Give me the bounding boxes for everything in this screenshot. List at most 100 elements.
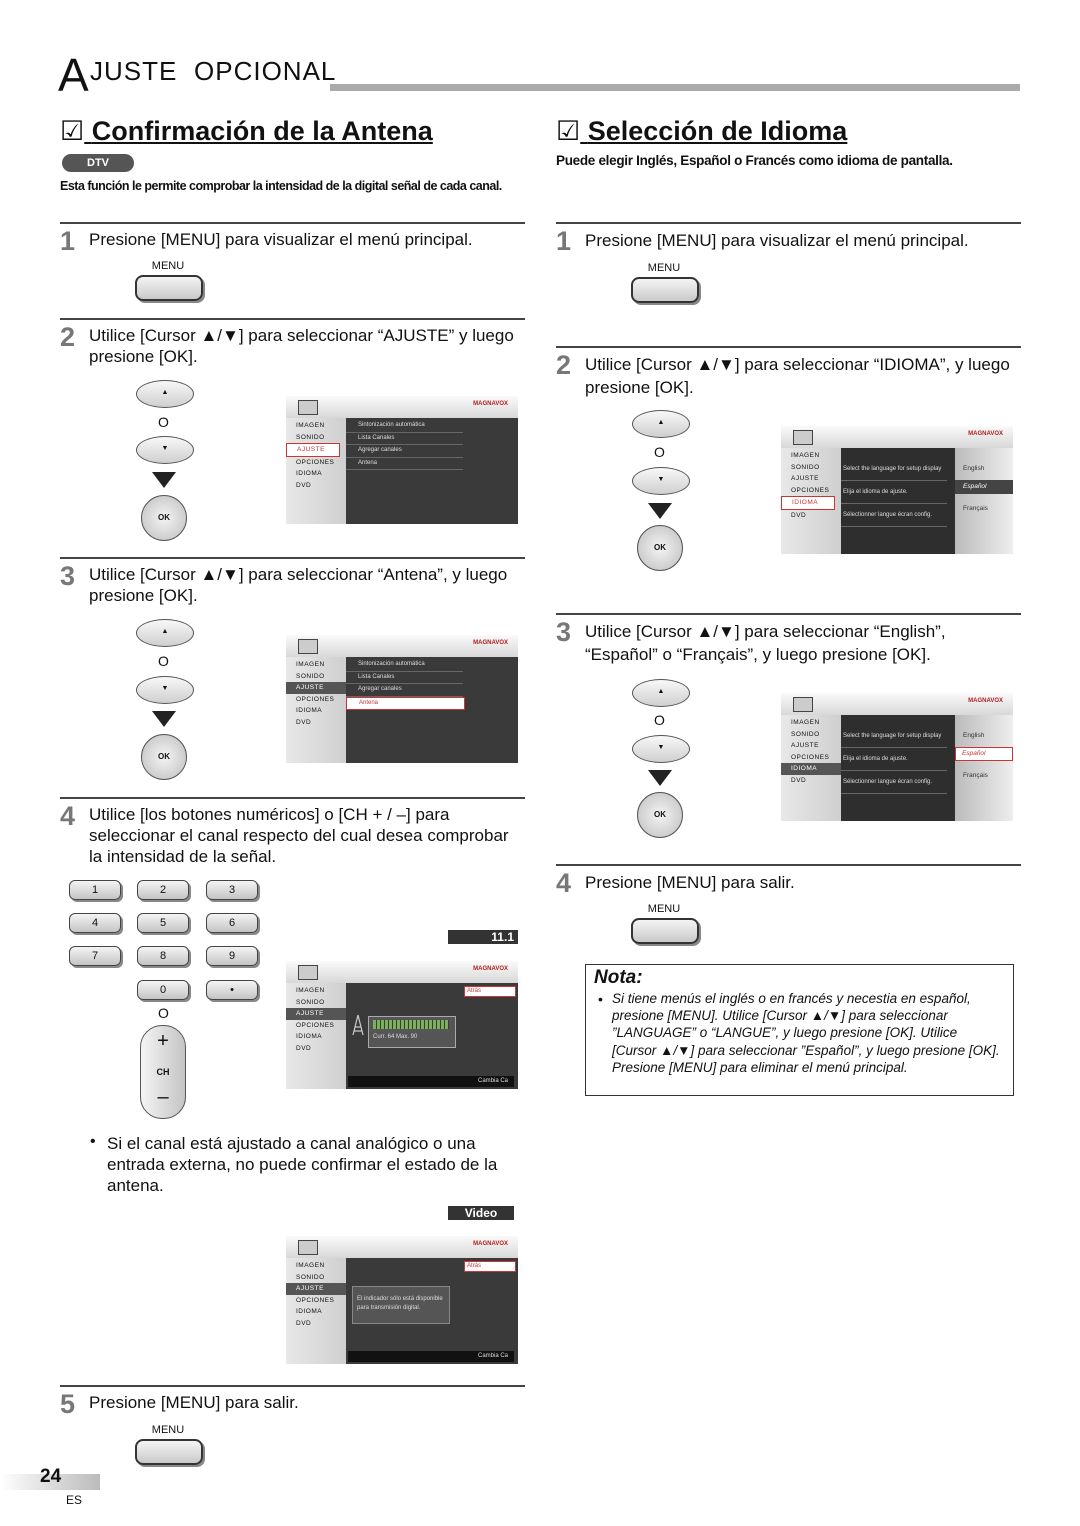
- language-option: English: [963, 732, 985, 739]
- menu-button[interactable]: [135, 1439, 203, 1465]
- cursor-down-button[interactable]: ▼: [136, 676, 194, 704]
- or-label: O: [654, 444, 665, 460]
- bottom-bar: Cambia Ca: [348, 1076, 514, 1087]
- step-number: 2: [556, 350, 572, 380]
- number-key-2[interactable]: 2: [137, 880, 189, 900]
- step-text: Utilice [Cursor ▲/▼] para seleccionar “A…: [89, 565, 508, 605]
- menu-item: OPCIONES: [296, 1021, 335, 1029]
- number-key-9[interactable]: 9: [206, 946, 258, 966]
- submenu-item: Agregar canales: [346, 684, 463, 697]
- number-key-5[interactable]: 5: [137, 913, 189, 933]
- menu-item: OPCIONES: [296, 695, 335, 703]
- language-prompt: Sélectionner langue écran config.: [841, 771, 947, 794]
- step-rule: [60, 797, 525, 799]
- back-button: Atrás: [464, 986, 516, 997]
- ok-button[interactable]: OK: [141, 495, 187, 541]
- arrow-down-icon: [648, 770, 672, 786]
- menu-button[interactable]: [135, 275, 203, 301]
- step-text: Presione [MENU] para visualizar el menú …: [585, 231, 969, 250]
- tv-icon: [298, 639, 318, 654]
- tv-screen-language-select: MAGNAVOX IMAGEN SONIDO AJUSTE OPCIONES I…: [781, 693, 1013, 821]
- dot-key[interactable]: •: [206, 980, 258, 1000]
- checkbox-icon: ☑: [556, 116, 581, 146]
- number-key-4[interactable]: 4: [69, 913, 121, 933]
- menu-item: IMAGEN: [296, 422, 325, 429]
- number-key-0[interactable]: 0: [137, 980, 189, 1000]
- right-intro: Puede elegir Inglés, Español o Francés c…: [556, 153, 953, 168]
- tv-icon: [298, 965, 318, 980]
- antenna-icon: [352, 1013, 364, 1037]
- number-key-3[interactable]: 3: [206, 880, 258, 900]
- brand-logo: MAGNAVOX: [968, 698, 1003, 704]
- digital-only-message: El indicador sólo está disponible para t…: [352, 1286, 450, 1324]
- tv-screen-setup: MAGNAVOX IMAGEN SONIDO AJUSTE OPCIONES I…: [286, 396, 518, 524]
- left-intro: Esta función le permite comprobar la int…: [60, 179, 502, 193]
- language-option: Français: [963, 772, 988, 779]
- cursor-down-button[interactable]: ▼: [632, 467, 690, 495]
- ok-button[interactable]: OK: [637, 525, 683, 571]
- tv-icon: [793, 697, 813, 712]
- menu-item: IMAGEN: [791, 719, 820, 726]
- menu-item: IMAGEN: [296, 987, 325, 994]
- number-key-6[interactable]: 6: [206, 913, 258, 933]
- step-text: Utilice [Cursor ▲/▼] para seleccionar “E…: [585, 622, 946, 664]
- brand-logo: MAGNAVOX: [968, 431, 1003, 437]
- cursor-up-button[interactable]: ▲: [136, 380, 194, 408]
- menu-item: OPCIONES: [296, 1296, 335, 1304]
- menu-item: SONIDO: [296, 1273, 325, 1281]
- number-key-7[interactable]: 7: [69, 946, 121, 966]
- signal-meter: Curr. 64 Max. 90: [368, 1016, 456, 1048]
- tv-screen-idioma: MAGNAVOX IMAGEN SONIDO AJUSTE OPCIONES I…: [781, 426, 1013, 554]
- step-number: 5: [60, 1389, 76, 1419]
- brand-logo: MAGNAVOX: [473, 966, 508, 972]
- language-prompt: Elija el idioma de ajuste.: [841, 481, 947, 504]
- menu-button[interactable]: [631, 918, 699, 944]
- menu-item-selected: AJUSTE: [286, 1008, 346, 1020]
- number-key-8[interactable]: 8: [137, 946, 189, 966]
- step-rule: [556, 346, 1021, 348]
- menu-item: DVD: [296, 1044, 312, 1052]
- ch-label: CH: [156, 1067, 170, 1077]
- cursor-up-button[interactable]: ▲: [632, 679, 690, 707]
- step-text: Utilice [Cursor ▲/▼] para seleccionar “I…: [585, 355, 1010, 397]
- ch-rocker-button[interactable]: + CH –: [140, 1025, 186, 1119]
- step-rule: [60, 557, 525, 559]
- menu-item: AJUSTE: [791, 742, 819, 749]
- video-badge: Video: [448, 1206, 514, 1220]
- step-number: 3: [60, 561, 76, 591]
- step-number: 4: [60, 801, 76, 831]
- menu-item: OPCIONES: [791, 753, 830, 761]
- cursor-down-button[interactable]: ▼: [136, 436, 194, 464]
- menu-item: IDIOMA: [296, 1308, 323, 1315]
- tv-screen-analog: MAGNAVOX IMAGEN SONIDO AJUSTE OPCIONES I…: [286, 1236, 518, 1364]
- menu-item: AJUSTE: [791, 475, 819, 482]
- brand-logo: MAGNAVOX: [473, 640, 508, 646]
- step-number: 4: [556, 868, 572, 898]
- menu-button-label: MENU: [647, 903, 681, 915]
- step-rule: [60, 222, 525, 224]
- cursor-up-button[interactable]: ▲: [632, 410, 690, 438]
- or-label: O: [158, 414, 169, 430]
- menu-item-selected: AJUSTE: [286, 443, 340, 457]
- ok-button[interactable]: OK: [141, 734, 187, 780]
- menu-item: IMAGEN: [296, 661, 325, 668]
- submenu-item: Sintonización automática: [346, 420, 463, 433]
- cursor-down-button[interactable]: ▼: [632, 735, 690, 763]
- or-label: O: [654, 712, 665, 728]
- language-option: English: [963, 465, 985, 472]
- number-key-1[interactable]: 1: [69, 880, 121, 900]
- ok-button[interactable]: OK: [637, 792, 683, 838]
- menu-item: IMAGEN: [791, 452, 820, 459]
- menu-button[interactable]: [631, 277, 699, 303]
- menu-item: SONIDO: [296, 672, 325, 680]
- tv-icon: [793, 430, 813, 445]
- back-button: Atrás: [464, 1261, 516, 1272]
- ch-minus-label: –: [157, 1086, 169, 1108]
- step-number: 1: [60, 226, 76, 256]
- language-prompt: Select the language for setup display: [841, 725, 947, 748]
- right-title-text: Selección de Idioma: [587, 116, 848, 146]
- menu-item: DVD: [296, 718, 312, 726]
- cursor-up-button[interactable]: ▲: [136, 619, 194, 647]
- left-title-text: Confirmación de la Antena: [91, 116, 433, 146]
- bullet-icon: •: [90, 1133, 96, 1150]
